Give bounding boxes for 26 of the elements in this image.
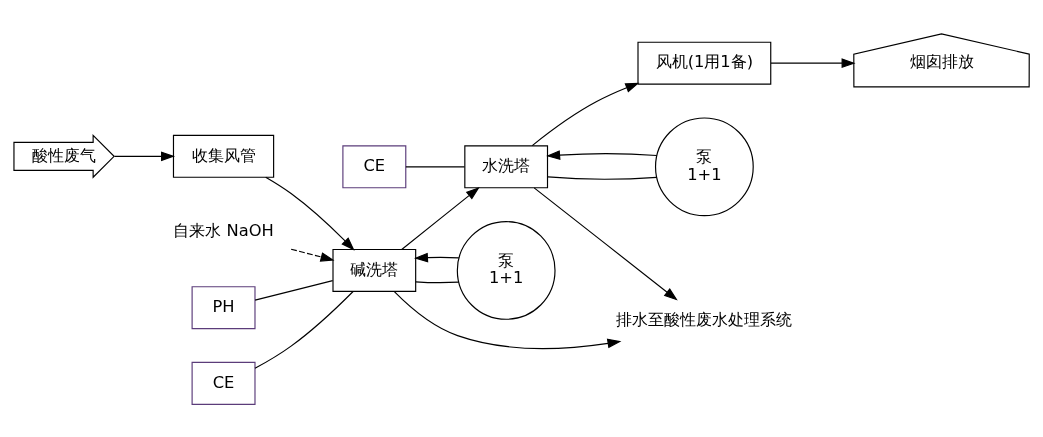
arrow bbox=[533, 186, 678, 301]
connector bbox=[254, 279, 334, 301]
node-text: 自来水 NaOH bbox=[173, 220, 274, 240]
arrow bbox=[393, 290, 622, 349]
arrow bbox=[546, 149, 658, 160]
node-text: 排水至酸性废水处理系统 bbox=[616, 309, 793, 329]
connector bbox=[547, 175, 658, 180]
arrow bbox=[290, 248, 335, 262]
arrow bbox=[265, 176, 355, 251]
node-circle: 泵 1+1 bbox=[654, 116, 754, 216]
node-box: CE bbox=[342, 144, 407, 188]
node-box: 收集风管 bbox=[172, 134, 275, 178]
arrow bbox=[770, 57, 856, 68]
connector bbox=[254, 290, 354, 369]
arrow bbox=[414, 252, 460, 262]
node-box: 风机(1用1备) bbox=[637, 41, 772, 85]
connector bbox=[415, 280, 460, 283]
arrow bbox=[113, 150, 175, 161]
node-box: PH bbox=[191, 285, 256, 329]
node-box: 水洗塔 bbox=[464, 144, 549, 188]
node-box: CE bbox=[191, 361, 256, 405]
node-circle: 泵 1+1 bbox=[456, 220, 556, 320]
connector bbox=[405, 165, 466, 167]
node-box: 碱洗塔 bbox=[332, 248, 417, 292]
arrow bbox=[531, 82, 640, 146]
arrow bbox=[401, 186, 480, 250]
